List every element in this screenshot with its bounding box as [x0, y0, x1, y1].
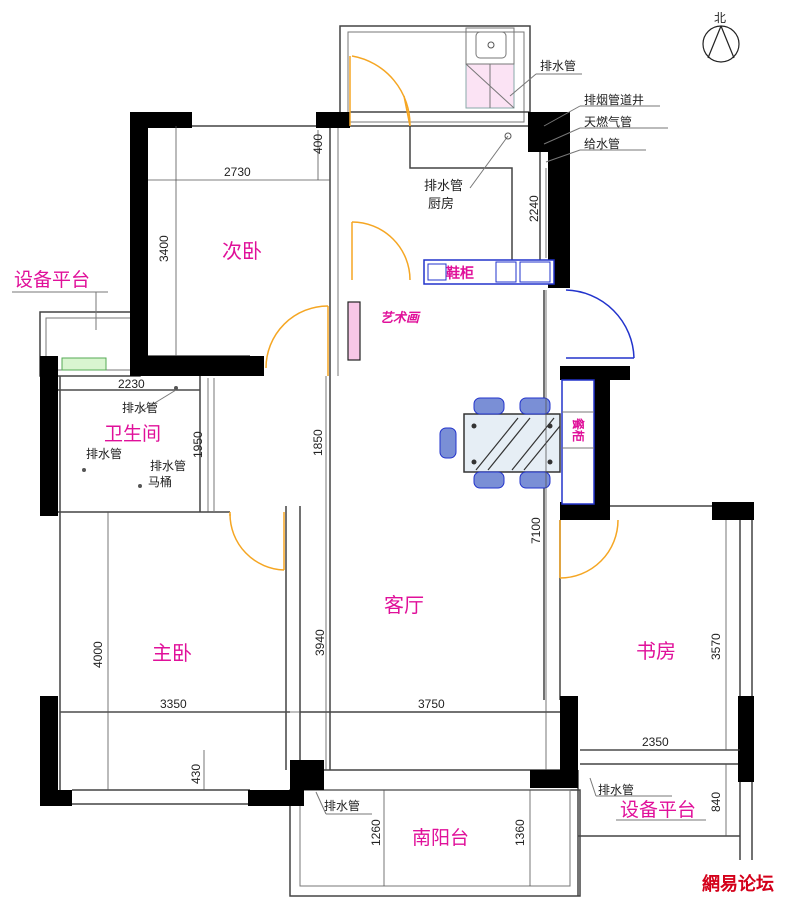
label-drain-kitchen: 排水管	[424, 179, 463, 194]
dim-7100: 7100	[529, 517, 543, 544]
dim-3750: 3750	[418, 697, 445, 711]
dining-cabinet	[561, 379, 595, 505]
dining-table	[439, 397, 561, 489]
room-study: 书房	[636, 639, 676, 663]
compass-label: 北	[714, 11, 726, 25]
dim-1950: 1950	[191, 431, 205, 458]
dim-3400: 3400	[157, 235, 171, 262]
dim-2240: 2240	[527, 195, 541, 222]
room-master-bedroom: 主卧	[152, 641, 192, 665]
label-drain-bath-2: 排水管	[86, 446, 122, 461]
shoe-cabinet	[423, 259, 555, 285]
bottom-window	[72, 789, 250, 805]
room-second-bedroom: 次卧	[222, 239, 262, 263]
dim-840: 840	[709, 792, 723, 812]
room-kitchen: 厨房	[428, 196, 454, 212]
dim-1260: 1260	[369, 819, 383, 846]
dim-4000: 4000	[91, 641, 105, 668]
dim-3940: 3940	[313, 629, 327, 656]
dimension-lines	[60, 126, 740, 886]
watermark: 網易论坛	[702, 873, 774, 895]
label-smoke-shaft: 排烟管道井	[584, 92, 644, 107]
leader-lines	[12, 73, 706, 821]
dim-3570: 3570	[709, 633, 723, 660]
equipment-platform-right: 设备平台	[620, 799, 696, 821]
label-art-painting: 艺术画	[380, 310, 421, 326]
label-drain-bath-1: 排水管	[122, 400, 158, 415]
room-south-balcony: 南阳台	[412, 827, 469, 849]
room-bathroom: 卫生间	[104, 423, 161, 445]
sink-shaft-unit	[465, 27, 515, 109]
label-shoe-cabinet: 鞋柜	[446, 265, 474, 282]
kitchen-outline	[339, 25, 541, 260]
dim-400: 400	[311, 134, 325, 154]
label-water-supply: 给水管	[584, 136, 620, 151]
compass-icon	[702, 25, 740, 63]
room-living: 客厅	[384, 593, 424, 617]
dim-430: 430	[189, 764, 203, 784]
art-painting-frame	[347, 301, 361, 361]
dim-2730: 2730	[224, 165, 251, 179]
label-drain-kitchen-top: 排水管	[540, 58, 576, 73]
dim-1850: 1850	[311, 429, 325, 456]
label-drain-bath-3: 排水管	[150, 458, 186, 473]
label-drain-balcony: 排水管	[324, 798, 360, 813]
dim-1360: 1360	[513, 819, 527, 846]
label-toilet: 马桶	[148, 474, 172, 489]
dim-2350: 2350	[642, 735, 669, 749]
label-dining-cabinet: 餐柜	[571, 418, 586, 442]
doors	[229, 55, 635, 579]
dim-3350: 3350	[160, 697, 187, 711]
balcony-outline	[289, 789, 581, 897]
equipment-platform-left: 设备平台	[14, 269, 90, 291]
label-gas-pipe: 天燃气管	[584, 114, 632, 129]
dim-2230: 2230	[118, 377, 145, 391]
walls	[40, 112, 754, 806]
label-drain-platform: 排水管	[598, 782, 634, 797]
